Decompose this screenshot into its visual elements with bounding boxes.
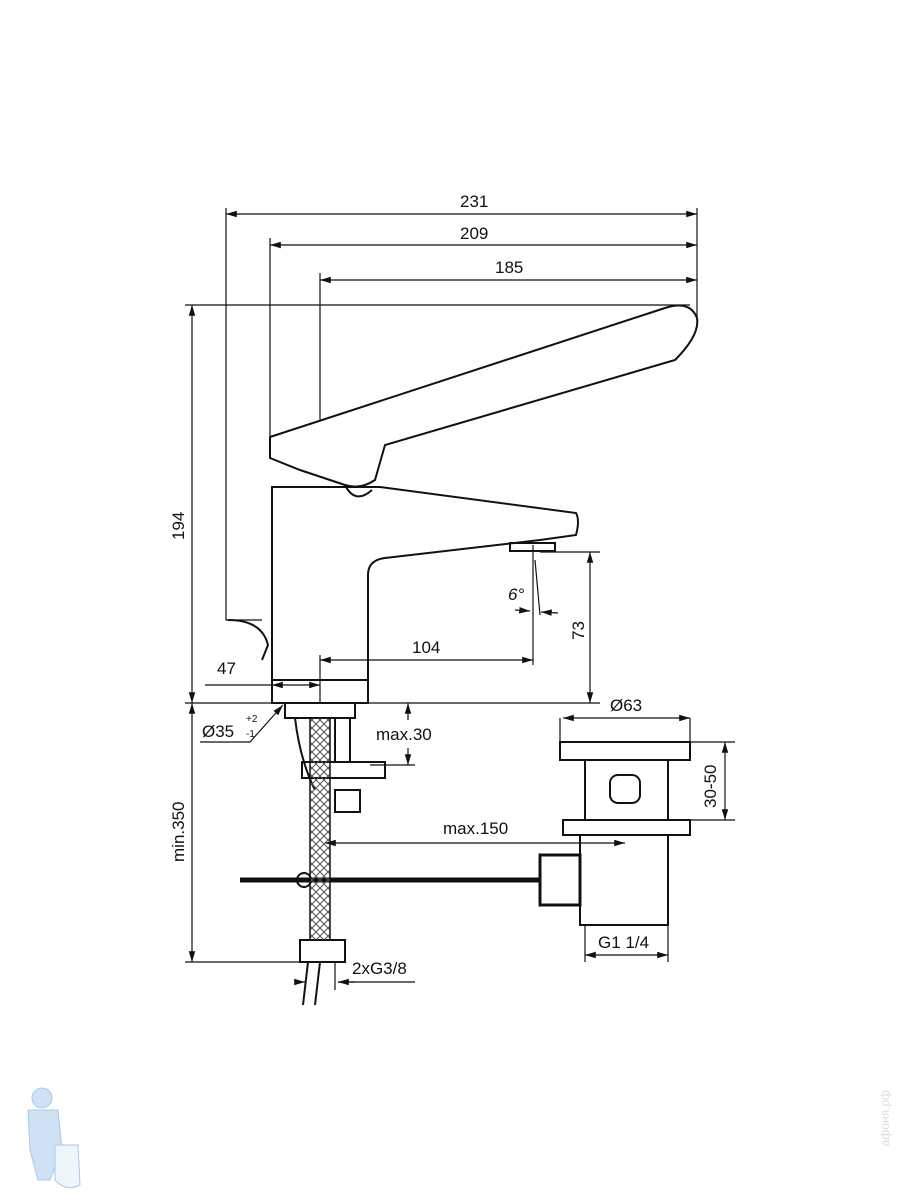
dim-104: 104	[412, 638, 440, 657]
dim-185: 185	[495, 258, 523, 277]
dim-73: 73	[569, 621, 588, 640]
dim-g38: 2xG3/8	[352, 959, 407, 978]
plumber-logo	[27, 1087, 81, 1189]
dim-35-tol-plus: +2	[246, 714, 258, 725]
dim-g114: G1 1/4	[598, 933, 649, 952]
dim-angle: 6°	[508, 585, 524, 604]
dim-35-tol-minus: -1	[246, 729, 255, 740]
dim-max30: max.30	[376, 725, 432, 744]
dim-194: 194	[169, 512, 188, 540]
dim-63: Ø63	[610, 696, 642, 715]
watermark: афоня.рф	[878, 1090, 892, 1147]
dim-35: Ø35	[202, 722, 234, 741]
dim-209: 209	[460, 224, 488, 243]
dim-max150: max.150	[443, 819, 508, 838]
dim-min350: min.350	[169, 802, 188, 862]
dim-30-50: 30-50	[701, 765, 720, 808]
dim-47: 47	[217, 659, 236, 678]
dim-231: 231	[460, 192, 488, 211]
